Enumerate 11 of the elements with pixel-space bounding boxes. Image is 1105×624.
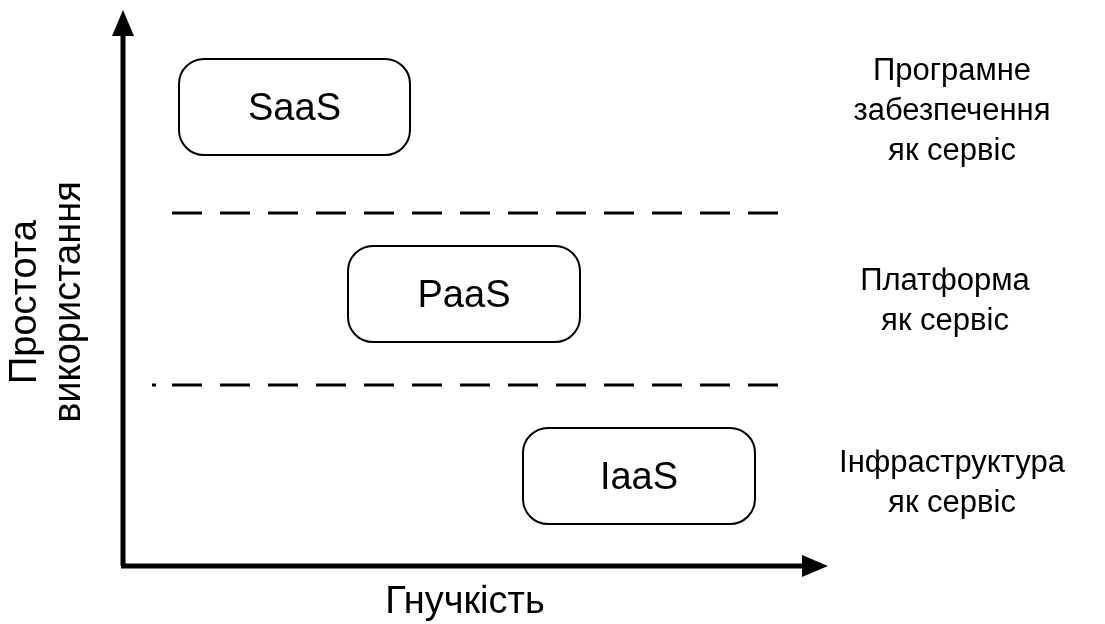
service-box	[522, 427, 756, 525]
service-name: PaaS	[417, 272, 511, 316]
service-name: IaaS	[599, 454, 679, 498]
level-description: Платформа як сервіс	[859, 261, 1031, 339]
level-description: Програмне забезпечення як сервіс	[852, 51, 1052, 169]
y-axis-title: Простота використання	[1, 180, 89, 425]
service-box	[347, 245, 581, 343]
service-name: SaaS	[248, 85, 341, 129]
x-axis-title: Гнучкість	[384, 578, 546, 622]
level-description: Інфраструктура як сервіс	[838, 443, 1066, 521]
service-box	[178, 58, 411, 156]
